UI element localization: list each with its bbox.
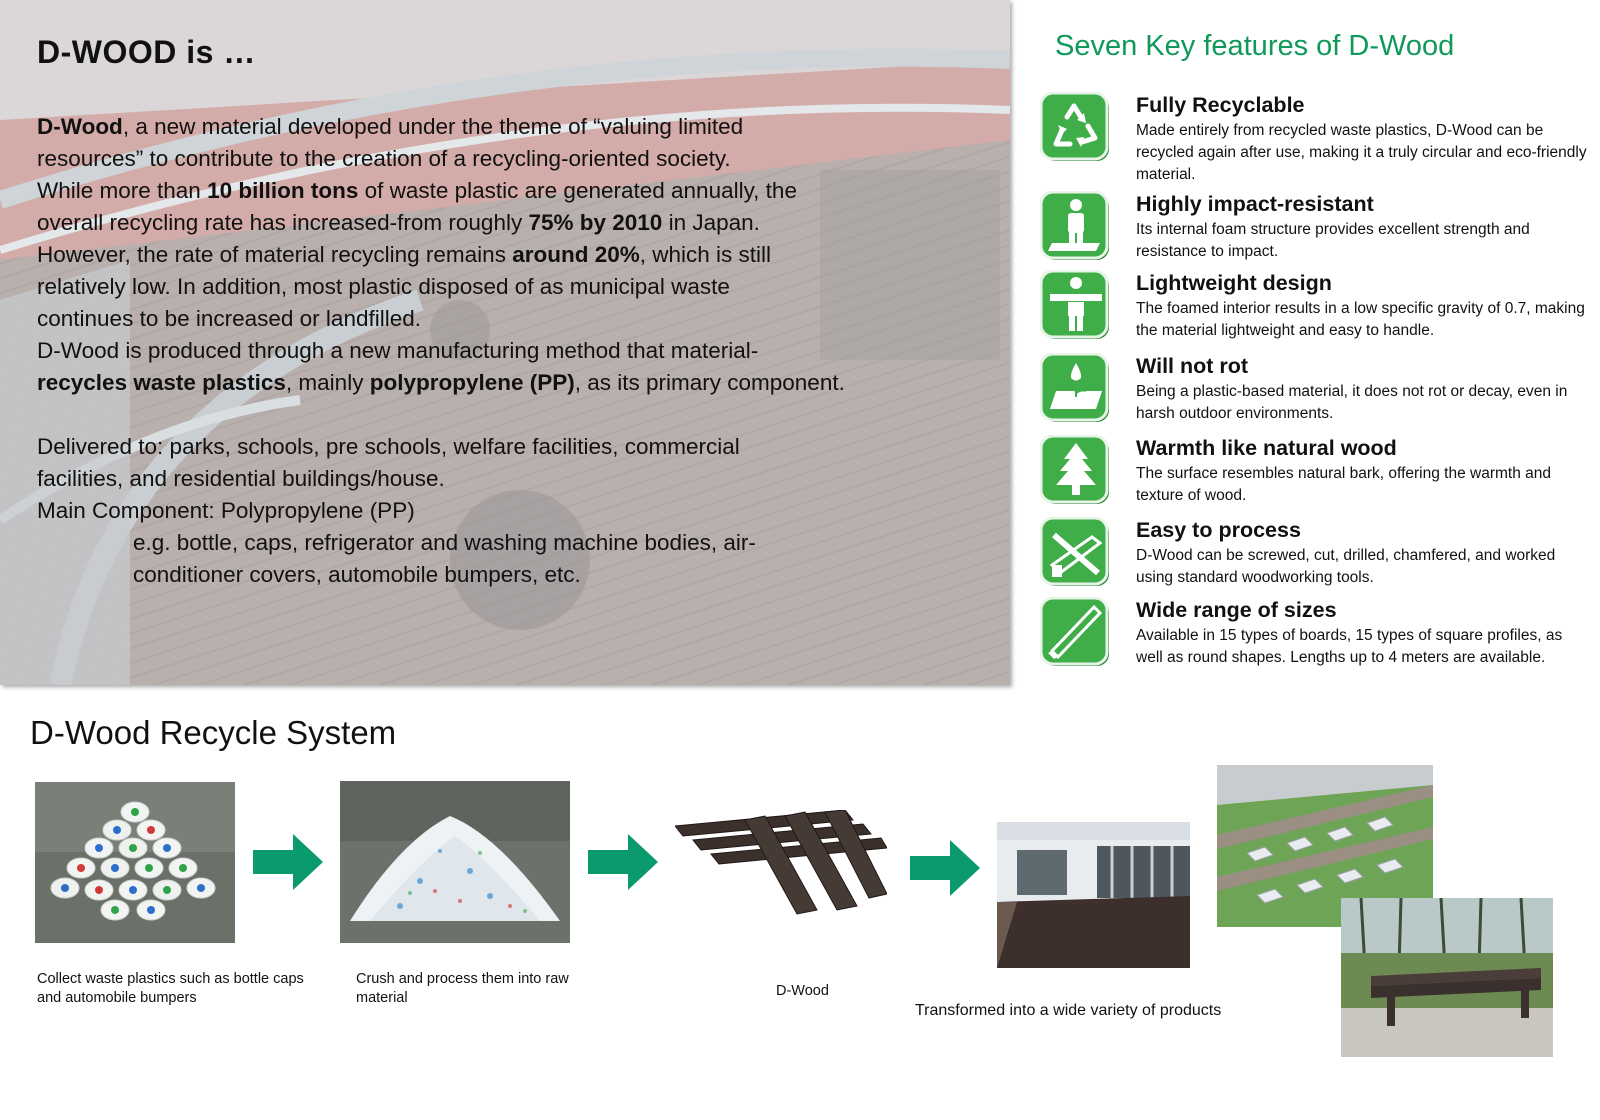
- feature-title: Warmth like natural wood: [1136, 436, 1397, 460]
- dwood-bold: D-Wood: [37, 114, 123, 139]
- bottle-caps-photo: [35, 782, 235, 943]
- feature-title: Lightweight design: [1136, 271, 1332, 295]
- arrow-right-icon: [910, 840, 980, 896]
- intro-p1-line1: , a new material developed under the the…: [122, 114, 744, 139]
- intro-p2-text: relatively low. In addition, most plasti…: [37, 274, 730, 299]
- intro-p3-text: D-Wood is produced through a new manufac…: [37, 338, 759, 363]
- person-standing-on-board-icon: [1040, 191, 1109, 260]
- intro-panel: D-WOOD is … D-Wood, a new material devel…: [0, 0, 1010, 685]
- feature-desc: Available in 15 types of boards, 15 type…: [1136, 627, 1563, 666]
- terrace-deck-photo: [997, 822, 1190, 968]
- feature-title: Will not rot: [1136, 354, 1249, 378]
- arrow-right-icon: [588, 834, 658, 890]
- feature-title: Easy to process: [1136, 518, 1301, 542]
- arrow-right-icon: [253, 834, 323, 890]
- long-board-icon: [1040, 597, 1109, 666]
- recycles-waste-plastics-bold: recycles waste plastics: [37, 370, 286, 395]
- intro-p1-line2: resources” to contribute to the creation…: [37, 146, 731, 171]
- sprout-drop-icon: [1040, 353, 1109, 422]
- recycle-system-title: D-Wood Recycle System: [30, 714, 397, 751]
- crushed-plastic-photo: [340, 781, 570, 943]
- intro-paragraph-1: D-Wood, a new material developed under t…: [37, 111, 997, 175]
- feature-desc: The foamed interior results in a low spe…: [1136, 300, 1585, 339]
- intro-text-block: D-WOOD is … D-Wood, a new material devel…: [37, 34, 997, 591]
- feature-desc: Its internal foam structure provides exc…: [1136, 221, 1530, 260]
- stat-10-billion-tons: 10 billion tons: [207, 178, 359, 203]
- park-bench-photo: [1341, 898, 1553, 1057]
- stat-20-percent: around 20%: [512, 242, 640, 267]
- intro-heading: D-WOOD is …: [37, 34, 256, 70]
- intro-p2-text: However, the rate of material recycling …: [37, 242, 513, 267]
- stat-75-percent: 75% by 2010: [528, 210, 663, 235]
- intro-p3-text: , as its primary component.: [574, 370, 845, 395]
- intro-p2-text: of waste plastic are generated annually,…: [358, 178, 797, 203]
- recycle-icon: [1040, 92, 1109, 161]
- tree-icon: [1040, 435, 1109, 504]
- caption-crush: Crush and process them into raw material: [356, 971, 569, 1006]
- feature-title: Highly impact-resistant: [1136, 192, 1374, 216]
- caption-collect: Collect waste plastics such as bottle ca…: [37, 971, 304, 1006]
- person-carrying-board-icon: [1040, 270, 1109, 339]
- saw-board-icon: [1040, 517, 1109, 586]
- caption-products: Transformed into a wide variety of produ…: [915, 1002, 1222, 1019]
- feature-desc: Being a plastic-based material, it does …: [1136, 383, 1568, 422]
- delivered-to: Delivered to: parks, schools, pre school…: [37, 431, 997, 495]
- feature-title: Fully Recyclable: [1136, 93, 1305, 117]
- examples-line-2: conditioner covers, automobile bumpers, …: [133, 562, 581, 587]
- examples-line-1: e.g. bottle, caps, refrigerator and wash…: [133, 530, 756, 555]
- features-title: Seven Key features of D-Wood: [1055, 30, 1455, 62]
- polypropylene-bold: polypropylene (PP): [369, 370, 575, 395]
- intro-p2-text: continues to be increased or landfilled.: [37, 306, 421, 331]
- feature-desc: The surface resembles natural bark, offe…: [1136, 465, 1551, 504]
- intro-p2-text: While more than: [37, 178, 208, 203]
- intro-paragraph-2: While more than 10 billion tons of waste…: [37, 175, 997, 335]
- intro-p2-text: , which is still: [639, 242, 772, 267]
- intro-paragraph-3: D-Wood is produced through a new manufac…: [37, 335, 997, 399]
- main-component: Main Component: Polypropylene (PP): [37, 498, 415, 523]
- feature-desc: D-Wood can be screwed, cut, drilled, cha…: [1136, 547, 1556, 586]
- intro-p2-text: overall recycling rate has increased-fro…: [37, 210, 529, 235]
- dwood-boards-photo: [675, 810, 887, 915]
- delivered-line-1: Delivered to: parks, schools, pre school…: [37, 434, 740, 459]
- intro-white-overlay: [0, 0, 1010, 685]
- component-examples: e.g. bottle, caps, refrigerator and wash…: [37, 527, 997, 591]
- caption-dwood: D-Wood: [776, 983, 829, 999]
- feature-desc: Made entirely from recycled waste plasti…: [1136, 122, 1587, 183]
- delivered-line-2: facilities, and residential buildings/ho…: [37, 466, 445, 491]
- intro-p2-text: in Japan.: [662, 210, 760, 235]
- feature-title: Wide range of sizes: [1136, 598, 1337, 622]
- intro-p3-text: , mainly: [285, 370, 370, 395]
